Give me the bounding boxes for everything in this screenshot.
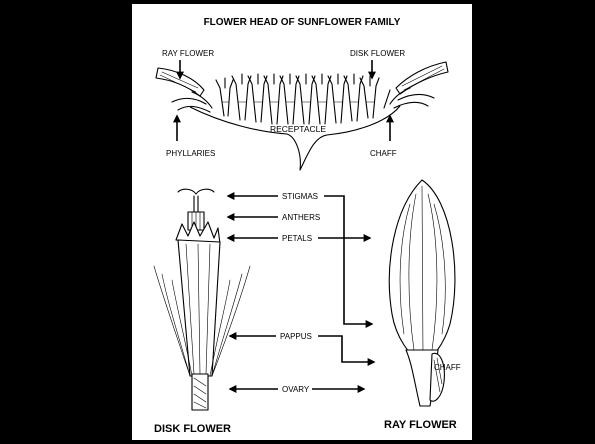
diagram-title: FLOWER HEAD OF SUNFLOWER FAMILY — [204, 17, 401, 28]
label-pappus: PAPPUS — [280, 332, 312, 341]
label-ray-flower-bottom: RAY FLOWER — [384, 419, 457, 431]
sunflower-diagram: FLOWER HEAD OF SUNFLOWER FAMILY — [132, 4, 472, 440]
arrow-pappus-right — [318, 336, 374, 362]
label-disk-flower-top: DISK FLOWER — [350, 49, 405, 58]
label-receptacle: RECEPTACLE — [270, 124, 326, 134]
label-petals: PETALS — [282, 234, 312, 243]
ray-flower-illustration — [389, 180, 455, 406]
label-stigmas: STIGMAS — [282, 192, 318, 201]
label-chaff-top: CHAFF — [370, 149, 397, 158]
diagram-panel: FLOWER HEAD OF SUNFLOWER FAMILY — [132, 4, 472, 440]
label-disk-flower-bottom: DISK FLOWER — [154, 423, 231, 435]
label-phyllaries: PHYLLARIES — [166, 149, 215, 158]
arrow-stigmas-right — [324, 196, 372, 324]
receptacle-shape — [190, 106, 400, 170]
label-anthers: ANTHERS — [282, 213, 320, 222]
label-chaff-side: CHAFF — [434, 363, 461, 372]
disk-flower-illustration — [154, 189, 250, 410]
label-ray-flower-top: RAY FLOWER — [162, 49, 214, 58]
label-ovary: OVARY — [282, 385, 310, 394]
